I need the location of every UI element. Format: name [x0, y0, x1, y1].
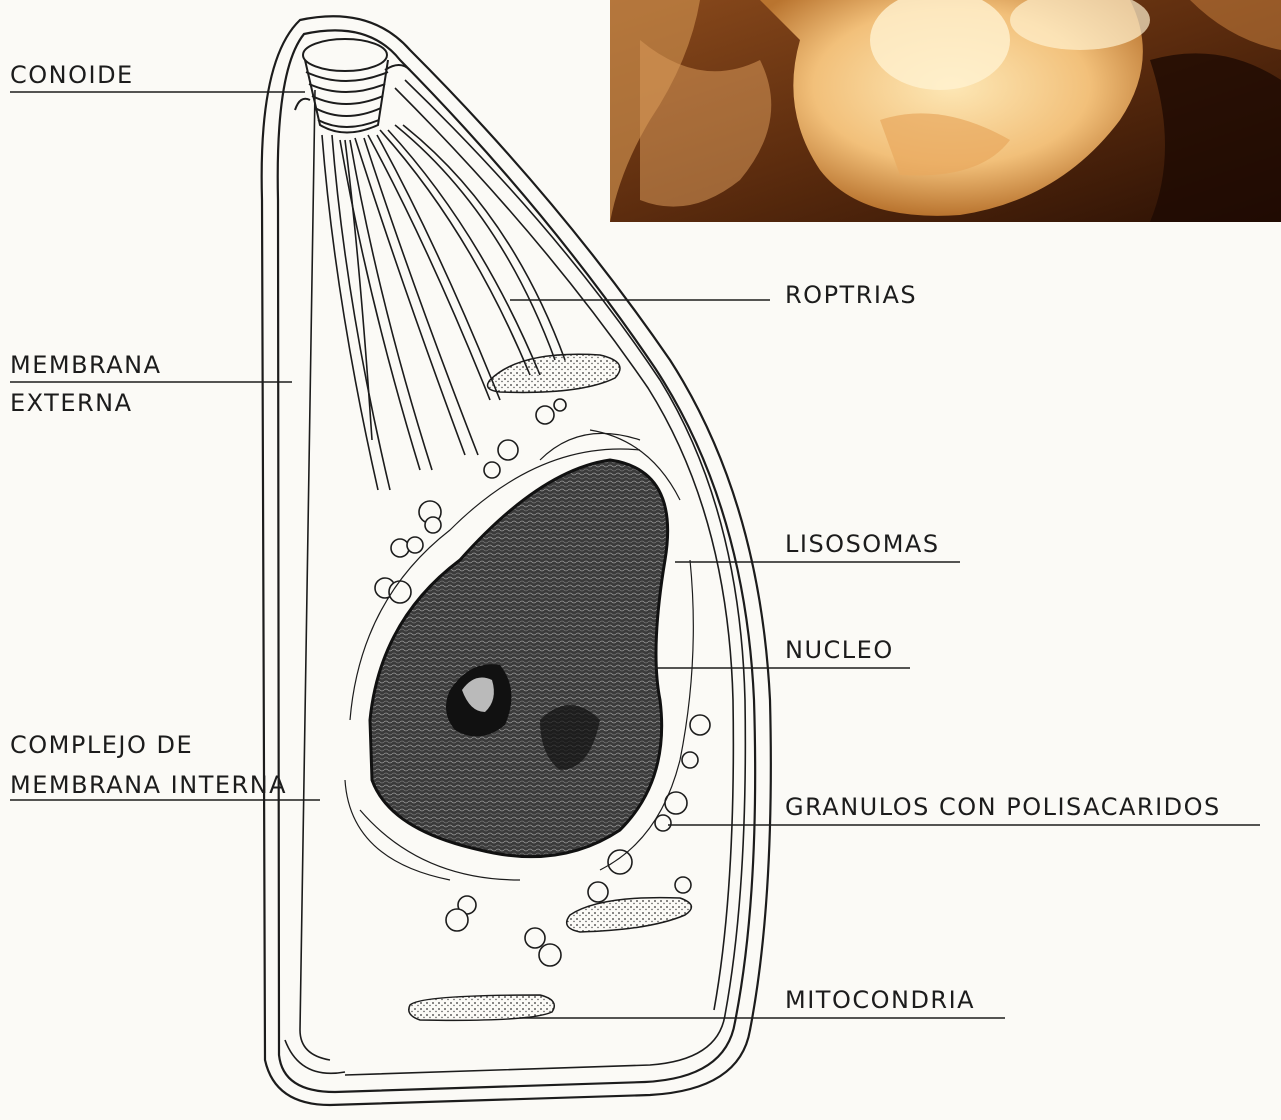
label-conoide: CONOIDE [10, 58, 134, 92]
label-mitocondria: MITOCONDRIA [785, 983, 975, 1017]
label-membrana-externa-1: MEMBRANA [10, 348, 162, 382]
label-lisosomas: LISOSOMAS [785, 527, 940, 561]
label-nucleo: NUCLEO [785, 633, 894, 667]
label-granulos: GRANULOS CON POLISACARIDOS [785, 790, 1221, 824]
label-complejo-1: COMPLEJO DE [10, 728, 193, 762]
label-membrana-externa-2: EXTERNA [10, 386, 133, 420]
label-complejo-2: MEMBRANA INTERNA [10, 768, 287, 802]
label-roptrias: ROPTRIAS [785, 278, 917, 312]
sem-photo [610, 0, 1281, 222]
nucleus [345, 430, 693, 880]
rhoptries [322, 125, 565, 490]
